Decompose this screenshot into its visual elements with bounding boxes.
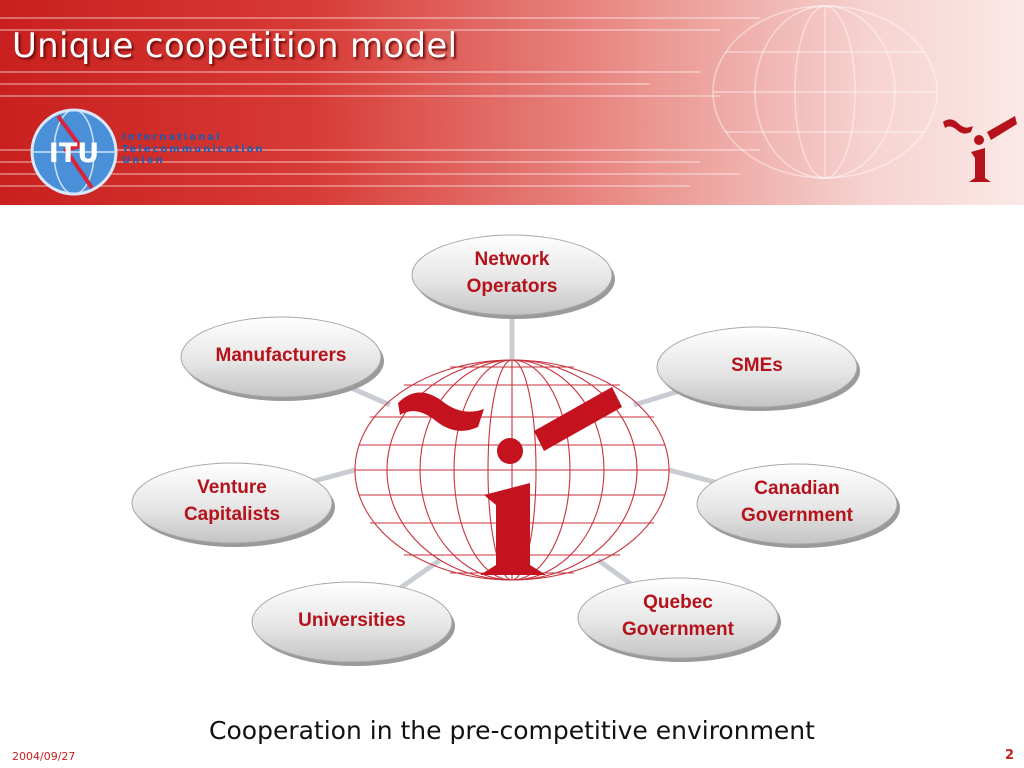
node-universities (251, 581, 453, 663)
itu-logo-icon: ITU (30, 108, 118, 196)
itu-name-line: International (122, 132, 222, 143)
diagram-canvas (131, 234, 900, 666)
slide-title: Unique coopetition model (12, 26, 458, 66)
node-label-line: Government (741, 505, 853, 526)
center-i-logo-icon (398, 387, 622, 575)
node-smes (656, 326, 858, 408)
node-manufacturers (180, 316, 382, 398)
node-label-line: Venture (197, 477, 267, 498)
node-label-line: Canadian (754, 478, 840, 499)
node-label-universities: Universities (252, 607, 452, 634)
node-label-line: Manufacturers (215, 344, 347, 366)
node-venture-capitalists (131, 462, 333, 544)
slide-caption: Cooperation in the pre-competitive envir… (209, 716, 815, 745)
node-label-line: Capitalists (183, 504, 281, 525)
node-network-operators (411, 234, 613, 316)
slide-date: 2004/09/27 (12, 750, 76, 763)
node-label-line: Quebec (643, 592, 713, 613)
itu-name: International Telecommunication Union (122, 132, 265, 167)
node-label-manufacturers: Manufacturers (181, 342, 381, 369)
itu-logo-abbr: ITU (49, 138, 99, 169)
center-globe-icon (354, 359, 670, 581)
banner-stripes (0, 5, 938, 187)
node-label-smes: SMEs (657, 352, 857, 379)
itu-name-line: Telecommunication (122, 143, 265, 155)
node-label-line: Network (474, 249, 550, 270)
page-number: 2 (1004, 748, 1014, 763)
node-label-line: Universities (298, 609, 406, 631)
node-label-line: Government (622, 619, 734, 640)
header-banner: Unique coopetition model ITU Internation… (0, 0, 1024, 205)
itu-name-line: Union (122, 155, 165, 166)
node-canadian-government (696, 463, 898, 545)
banner-globe-watermark (712, 5, 938, 179)
node-quebec-government (577, 577, 779, 659)
corner-i-logo-icon (943, 116, 1017, 182)
node-label-line: Operators (466, 276, 558, 297)
node-label-line: SMEs (731, 354, 783, 376)
